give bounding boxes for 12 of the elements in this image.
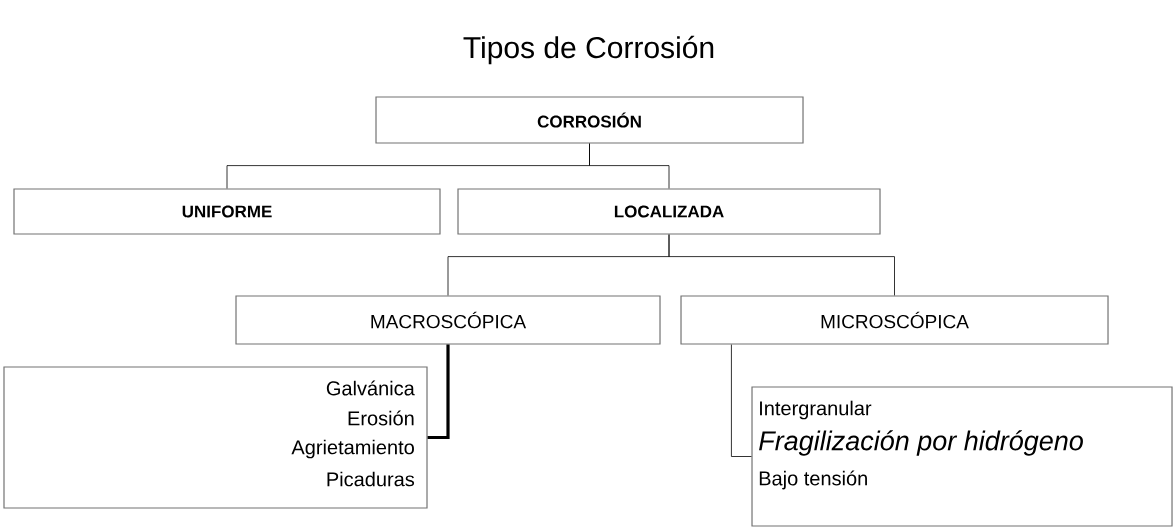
connector (427, 344, 450, 440)
connector (589, 143, 670, 189)
title: Tipos de Corrosión (463, 35, 714, 65)
category-box: CORROSIÓN (375, 96, 804, 144)
connector (668, 234, 895, 296)
category-box: UNIFORME (13, 188, 441, 235)
category-box: MICROSCÓPICA (680, 295, 1109, 345)
list-box: Intergranular Fragilización por hidrógeno Bajo tensión (751, 386, 1173, 527)
list-box: Galvánica Erosión Agrietamiento Picaduras (3, 366, 428, 509)
category-box: LOCALIZADA (457, 188, 881, 235)
category-box: MACROSCÓPICA (235, 295, 661, 345)
connector (731, 344, 752, 457)
